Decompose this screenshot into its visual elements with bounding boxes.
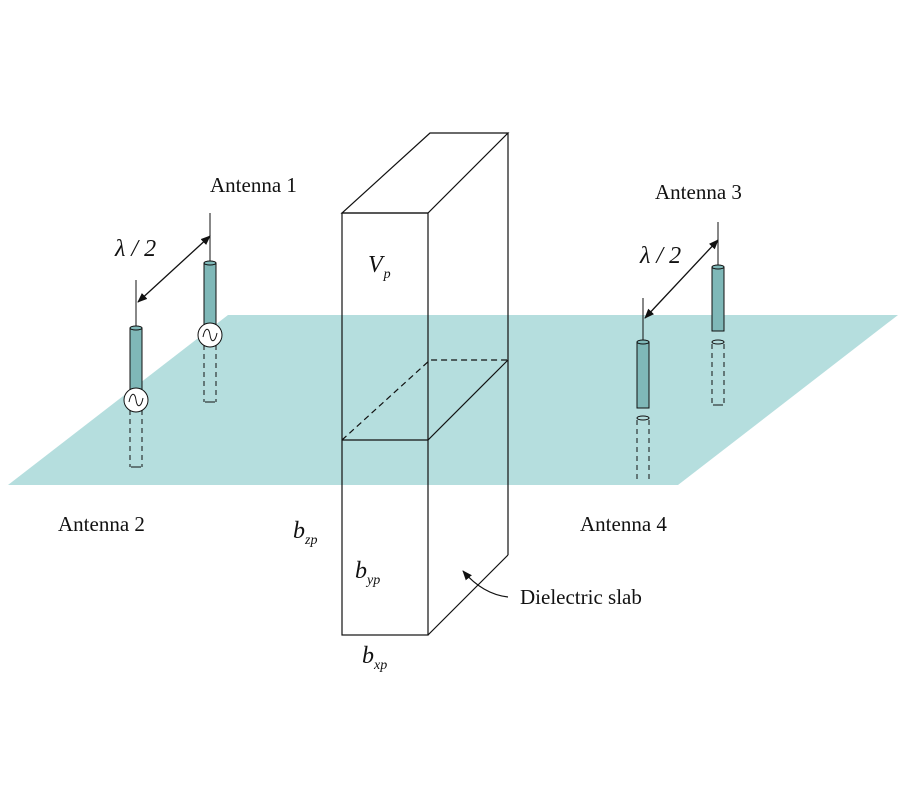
ground-plane	[8, 315, 898, 485]
spacing-right-label: λ / 2	[639, 243, 681, 269]
volume-label: Vp	[368, 252, 391, 282]
bzp-label: bzp	[293, 518, 317, 548]
slab-pointer-arrow	[462, 570, 509, 598]
dielectric-slab	[340, 132, 510, 636]
antenna-4-label: Antenna 4	[580, 512, 667, 536]
antenna-3-label: Antenna 3	[655, 180, 742, 204]
byp-label: byp	[355, 558, 380, 588]
antenna-1-label: Antenna 1	[210, 173, 297, 197]
bxp-label: bxp	[362, 643, 387, 673]
spacing-arrow-right	[644, 239, 719, 319]
spacing-arrow-left	[137, 235, 211, 303]
antenna-2-label: Antenna 2	[58, 512, 145, 536]
antenna-4	[636, 298, 650, 480]
slab-label: Dielectric slab	[520, 585, 642, 609]
spacing-left-label: λ / 2	[114, 236, 156, 262]
antenna-2	[123, 280, 149, 468]
